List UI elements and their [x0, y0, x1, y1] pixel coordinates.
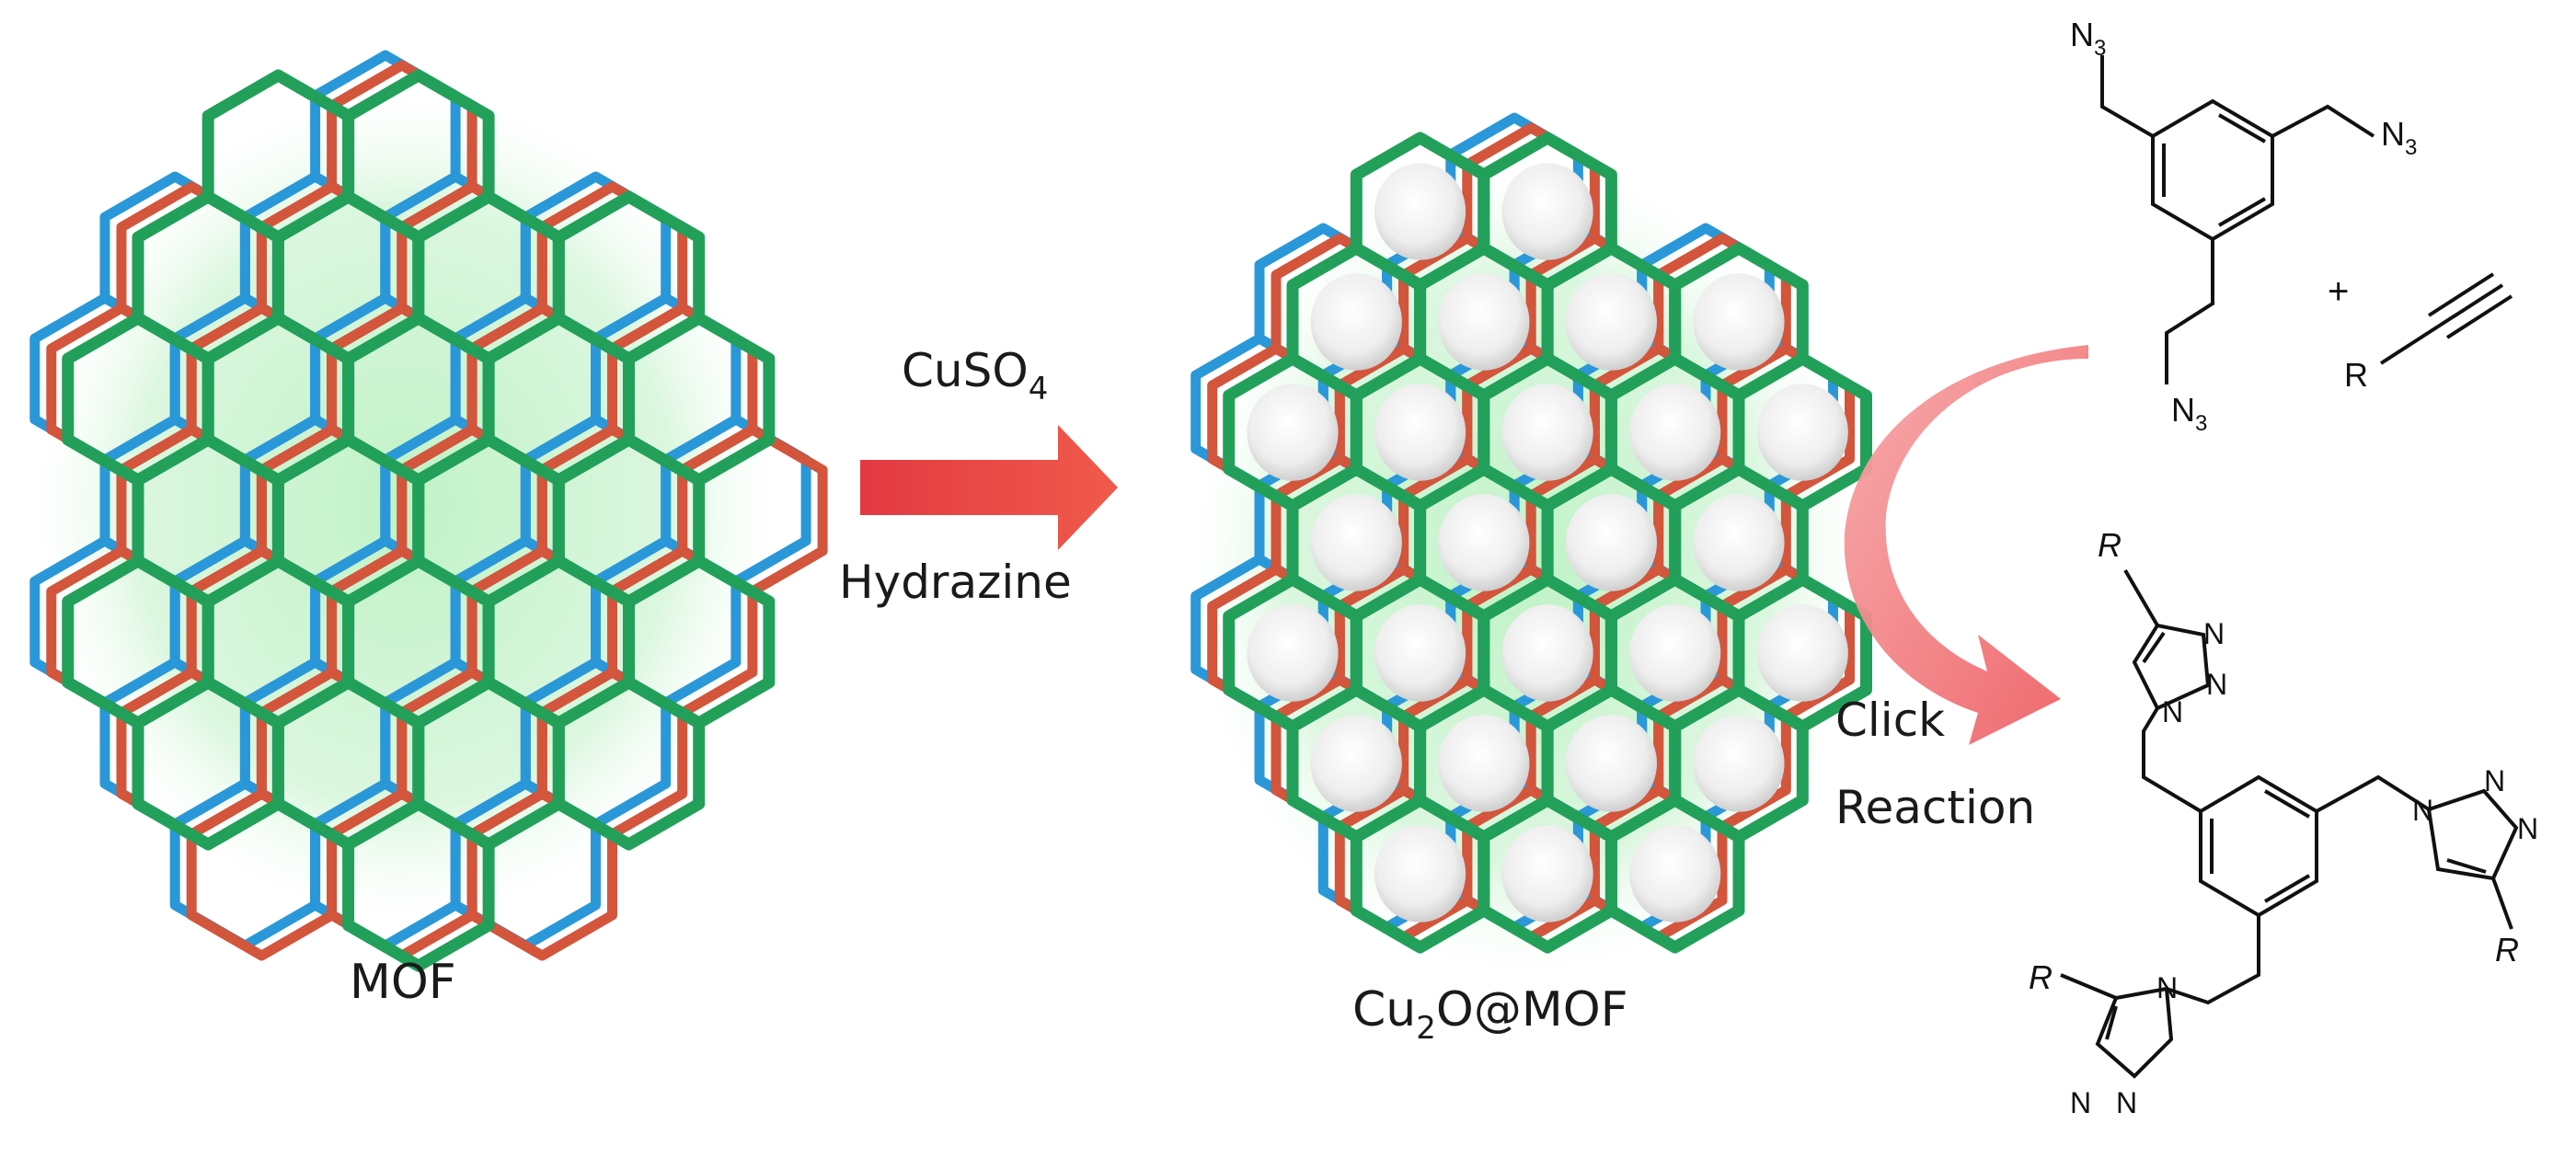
pore: [1374, 825, 1466, 923]
tris-triazole-product: [2060, 568, 2519, 1079]
r-label-right: R: [2495, 931, 2519, 969]
pore: [1438, 494, 1530, 591]
r-label-bottom: R: [2029, 958, 2053, 996]
click-reaction-arrow: [1844, 345, 2088, 745]
azide-label-top: N3: [2070, 16, 2106, 61]
framework-hexagon: [466, 788, 617, 961]
pore: [1247, 604, 1339, 702]
pore: [1756, 384, 1848, 481]
pore: [1501, 604, 1593, 702]
r-label-top: R: [2098, 526, 2122, 564]
pore: [1501, 163, 1593, 260]
n-label-3: N: [2162, 695, 2183, 728]
mof-structure: [18, 50, 828, 972]
pore: [1374, 163, 1466, 260]
reaction-arrow: [860, 425, 1118, 550]
click-label-line2: Reaction: [1835, 781, 2035, 834]
pore: [1693, 494, 1785, 591]
pore: [1565, 273, 1658, 371]
pore: [1310, 715, 1402, 812]
product-atom-labels: R N N N N N N R N N N R: [2029, 526, 2538, 1119]
framework-hexagon: [1589, 785, 1728, 943]
pore: [1565, 494, 1658, 591]
pore: [1629, 825, 1721, 923]
alkyne-r-label: R: [2344, 356, 2368, 394]
pore: [1438, 273, 1530, 371]
n-label-1: N: [2203, 617, 2225, 650]
framework-hexagon: [552, 676, 706, 851]
n-label-9: N: [2116, 1086, 2137, 1119]
pore: [1438, 715, 1530, 812]
plus-sign: +: [2328, 271, 2349, 312]
pore: [1247, 384, 1339, 481]
pore: [1501, 384, 1593, 481]
n-label-2: N: [2206, 668, 2227, 701]
reagent-label-cuso4: CuSO4: [902, 344, 1048, 407]
alkyne-molecule: [2379, 272, 2513, 365]
n-label-7: N: [2156, 971, 2178, 1004]
n-label-6: N: [2517, 812, 2538, 845]
n-label-5: N: [2484, 764, 2505, 797]
pore: [1693, 273, 1785, 371]
pore: [1565, 715, 1658, 812]
framework-hexagon: [342, 797, 495, 972]
framework-hexagon: [1604, 794, 1745, 954]
click-label-line1: Click: [1835, 694, 1945, 747]
n-label-8: N: [2070, 1086, 2091, 1119]
pore: [1693, 715, 1785, 812]
pore: [1310, 273, 1402, 371]
pore: [1374, 384, 1466, 481]
n-label-4: N: [2412, 794, 2433, 827]
reagent-label-hydrazine: Hydrazine: [839, 556, 1072, 609]
mof-label: MOF: [350, 955, 456, 1010]
azide-label-bottom: N3: [2171, 391, 2207, 436]
pore: [1374, 604, 1466, 702]
pore: [1310, 494, 1402, 591]
pore: [1629, 604, 1721, 702]
triazide-molecule: [2100, 55, 2375, 384]
azide-label-right: N3: [2381, 115, 2417, 160]
cu2o-mof-label: Cu2O@MOF: [1352, 982, 1628, 1047]
framework-hexagon: [450, 778, 601, 951]
pore: [1629, 384, 1721, 481]
pore: [1756, 604, 1848, 702]
pore: [1501, 825, 1593, 923]
cu2o-mof-structure: [1178, 112, 1877, 993]
